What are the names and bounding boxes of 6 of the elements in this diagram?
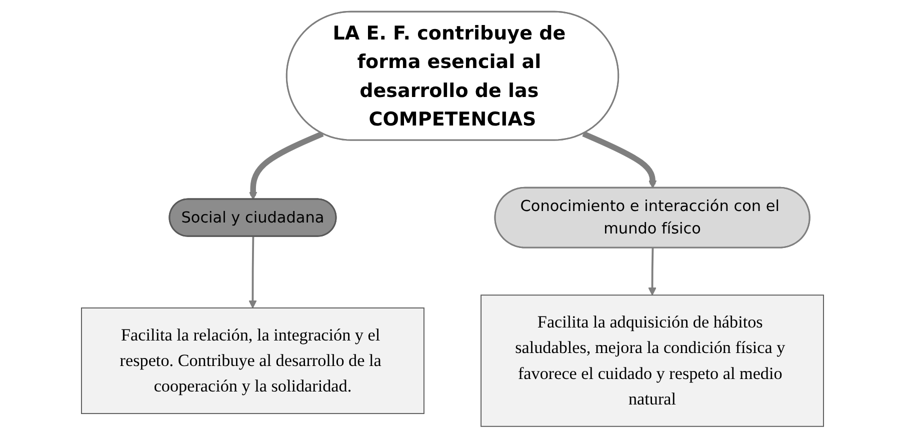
node-box: Facilita la adquisición de hábitos saludables, mejora la condición física y favorece el cuidado y respeto al medio natural — [480, 294, 824, 427]
arrow — [248, 236, 257, 308]
node-box: Facilita la relación, la integración y el respeto. Contribuye al desarrollo de la cooperación y la solidaridad. — [81, 307, 424, 414]
arrow — [582, 131, 657, 188]
arrow — [648, 248, 656, 296]
arrow — [248, 131, 324, 200]
